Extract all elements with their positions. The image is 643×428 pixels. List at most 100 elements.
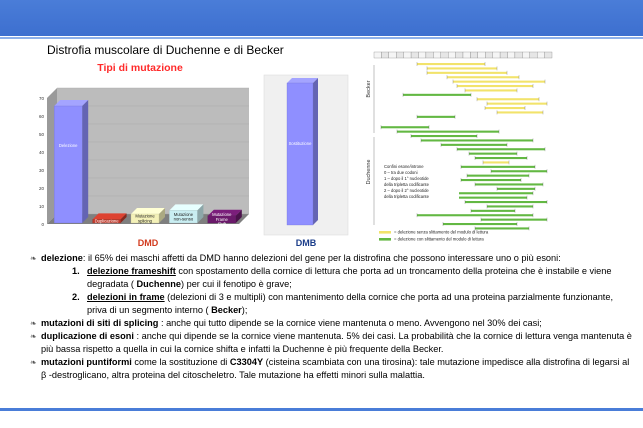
bullet-term: delezione	[41, 253, 83, 263]
y-tick-label: 40	[39, 150, 45, 155]
deletion-bar	[475, 157, 527, 160]
key-green-swatch	[379, 238, 391, 241]
deletion-bar	[381, 126, 429, 129]
exon-header-cell	[507, 51, 516, 59]
deletion-bar	[491, 170, 547, 173]
deletion-bar	[487, 205, 533, 208]
sub-item-frameshift: 1. delezione frameshift con spostamento …	[30, 265, 635, 291]
sub-item-text: (delezioni di 3 e multipli) con mantenim…	[87, 292, 614, 315]
exon-header-cell	[485, 51, 493, 59]
bullet-text: : anche qui tutto dipende se la cornice …	[158, 318, 542, 328]
y-tick-label: 50	[39, 132, 45, 137]
duchenne-label: Duchenne	[366, 159, 372, 184]
deletion-bar	[481, 218, 547, 221]
footer-divider	[0, 408, 643, 411]
sub-item-number: 1.	[72, 266, 80, 276]
bullet-text-2: (cisteina scambiata con una tirosina): t…	[41, 357, 630, 380]
deletion-bar	[421, 139, 533, 142]
bar-0	[286, 78, 318, 226]
deletion-bar	[443, 223, 517, 226]
legend-line: della tripletta codificante	[384, 182, 430, 187]
deletion-bar	[475, 183, 543, 186]
bullet-icon: ❧	[30, 254, 37, 263]
sub-item-text-2: ) per cui il fenotipo è grave;	[180, 279, 292, 289]
bullet-deletion: ❧ delezione: il 65% dei maschi affetti d…	[30, 252, 635, 265]
chart-xlabel: DMB	[296, 238, 317, 248]
bullet-duplication: ❧ duplicazione di esoni : anche qui dipe…	[30, 330, 635, 356]
bar-label: Mutazione	[212, 212, 232, 217]
y-tick-label: 0	[41, 222, 44, 227]
exon-header-cell	[425, 51, 434, 59]
exon-header-cell	[522, 51, 530, 59]
exon-header-cell	[396, 51, 404, 59]
bar-label: Frame	[216, 217, 229, 222]
exon-header-row	[373, 51, 553, 59]
deletion-bar	[453, 80, 545, 83]
bar-4	[207, 209, 242, 224]
y-tick-label: 30	[39, 168, 45, 173]
bar-label: splicing	[138, 218, 153, 223]
bullet-splicing: ❧ mutazioni di siti di splicing : anche …	[30, 317, 635, 330]
deletion-bar	[427, 67, 497, 70]
sub-item-term: delezione frameshift	[87, 266, 176, 276]
chart-plot-area: 010203040506070DelezioneDuplicazioneMuta…	[39, 87, 249, 227]
deletion-bar	[417, 115, 455, 118]
key-yellow-label: = delezione senza slittamento del modulo…	[394, 230, 489, 235]
bar-label: Shift	[218, 222, 227, 227]
bullet-term: duplicazione di esoni	[41, 331, 134, 341]
bullet-icon: ❧	[30, 319, 37, 328]
bar-label: Duplicazione	[95, 219, 120, 224]
dmd-mutation-chart: Tipi di mutazione 010203040506070Delezio…	[39, 62, 249, 248]
legend-line: 1 – dopo il 1° nucleotide	[384, 176, 429, 181]
exon-header-cell	[403, 51, 412, 59]
bullet-icon: ❧	[30, 358, 37, 367]
header-band	[0, 0, 643, 36]
deletion-bar	[461, 179, 521, 182]
deletion-bar	[457, 148, 545, 151]
chart-plot-area: Sostituzione	[263, 74, 349, 236]
exon-header-cell	[381, 51, 389, 59]
bullet-text: : anche qui dipende se la cornice viene …	[41, 331, 632, 354]
legend-line: Confini esone/introne	[384, 164, 424, 169]
y-tick-label: 70	[39, 96, 45, 101]
deletion-bar	[449, 192, 533, 195]
bullet-term: mutazioni di siti di splicing	[41, 318, 159, 328]
exon-header-cell	[373, 51, 382, 59]
bar-label: Mutazione	[135, 214, 155, 219]
exon-header-cell	[544, 51, 553, 59]
deletion-bar	[457, 85, 533, 88]
exon-header-cell	[477, 51, 486, 59]
bar-label: Delezione	[59, 143, 78, 148]
dmb-mutation-chart: Sostituzione DMB	[263, 74, 349, 248]
bullet-icon: ❧	[30, 332, 37, 341]
deletion-bar	[461, 165, 535, 168]
y-tick-label: 10	[39, 204, 45, 209]
sub-item-term: delezioni in frame	[87, 292, 165, 302]
deletion-bars	[380, 62, 548, 231]
exon-header-cell	[470, 51, 478, 59]
deletion-bar	[471, 209, 515, 212]
deletion-bar	[427, 71, 507, 74]
deletion-bar	[403, 93, 471, 96]
sub-item-term-2: Becker	[211, 305, 242, 315]
deletion-bar	[465, 201, 547, 204]
deletion-bar	[497, 111, 543, 114]
bar-2	[130, 208, 165, 224]
deletion-bar	[417, 214, 533, 217]
bullet-term-2: C3304Y	[229, 357, 264, 367]
deletion-bar	[497, 187, 535, 190]
chart-title: Tipi di mutazione	[97, 62, 183, 74]
header-divider	[0, 37, 643, 39]
deletion-bar	[417, 63, 485, 66]
bar-label: Mutazione	[174, 212, 194, 217]
bullet-text: : il 65% dei maschi affetti da DMD hanno…	[82, 253, 561, 263]
bar-label: non-senso	[174, 217, 194, 222]
slide-title: Distrofia muscolare di Duchenne e di Bec…	[47, 43, 284, 57]
deletion-bar	[477, 98, 539, 101]
sub-item-number: 2.	[72, 292, 80, 302]
key-yellow-swatch	[379, 231, 391, 234]
sub-item-term-2: Duchenne	[136, 279, 181, 289]
deletion-bar	[475, 227, 529, 230]
exon-header-cell	[418, 51, 427, 59]
